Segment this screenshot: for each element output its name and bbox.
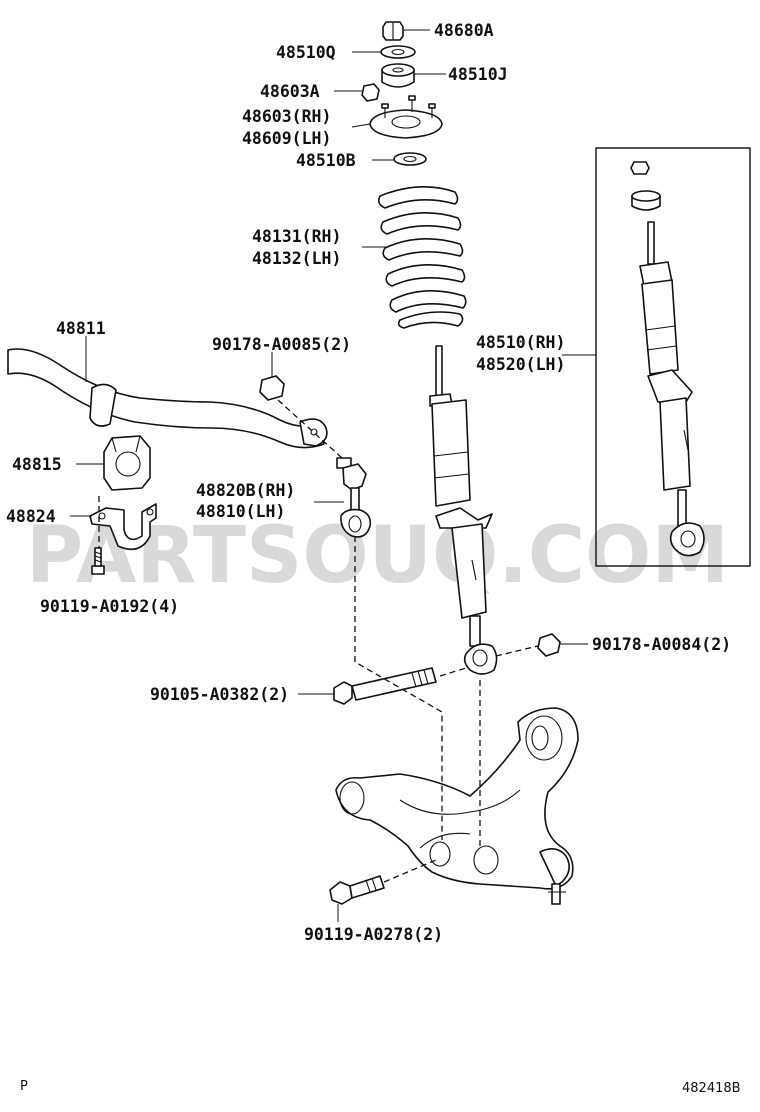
shock-absorber-48510[interactable] <box>429 345 498 675</box>
lower-arm[interactable] <box>335 707 579 905</box>
washer-48510Q[interactable] <box>380 45 416 59</box>
label-48603A[interactable]: 48603A <box>260 82 320 101</box>
label-48811[interactable]: 48811 <box>56 319 106 338</box>
label-90178-A0084[interactable]: 90178-A0084(2) <box>592 635 731 654</box>
label-48680A[interactable]: 48680A <box>434 21 494 40</box>
inset-assembly-box <box>595 147 751 567</box>
label-48815[interactable]: 48815 <box>12 455 62 474</box>
label-48131-rh[interactable]: 48131(RH) <box>252 227 341 246</box>
stabilizer-bar-48811[interactable] <box>7 348 328 449</box>
label-48510B[interactable]: 48510B <box>296 151 356 170</box>
label-48810-lh[interactable]: 48810(LH) <box>196 502 285 521</box>
stabilizer-link-48820B[interactable] <box>336 457 372 538</box>
bolt-90119-A0192[interactable] <box>91 547 105 575</box>
label-90105-A0382[interactable]: 90105-A0382(2) <box>150 685 289 704</box>
label-48824[interactable]: 48824 <box>6 507 56 526</box>
footer-figure-number: 482418B <box>682 1081 741 1096</box>
label-48510J[interactable]: 48510J <box>448 65 508 84</box>
label-48510Q[interactable]: 48510Q <box>276 43 336 62</box>
label-48609-lh[interactable]: 48609(LH) <box>242 129 331 148</box>
bushing-48815[interactable] <box>103 435 151 491</box>
bolt-90105-A0382[interactable] <box>333 667 437 705</box>
footer-left-code: P <box>20 1079 28 1094</box>
label-48510-rh[interactable]: 48510(RH) <box>476 333 565 352</box>
bushing-48510J[interactable] <box>381 63 415 88</box>
insulator-48510B[interactable] <box>393 152 427 166</box>
watermark-text: PARTSOUQ.COM <box>26 511 729 601</box>
bracket-48824[interactable] <box>89 503 157 551</box>
bolt-90119-A0278[interactable] <box>329 875 385 905</box>
assembly-lines <box>98 399 539 883</box>
label-90119-A0278[interactable]: 90119-A0278(2) <box>304 925 443 944</box>
part-labels: 48680A 48510Q 48510J 48603A 48603(RH) 48… <box>6 21 731 944</box>
label-48820B-rh[interactable]: 48820B(RH) <box>196 481 295 500</box>
support-48603[interactable] <box>369 95 443 139</box>
nut-90178-A0085[interactable] <box>259 375 285 401</box>
label-90178-A0085[interactable]: 90178-A0085(2) <box>212 335 351 354</box>
leader-lines <box>70 29 596 922</box>
top-nut-48680A[interactable] <box>382 21 404 41</box>
nut-48603A[interactable] <box>361 83 380 102</box>
label-48603-rh[interactable]: 48603(RH) <box>242 107 331 126</box>
nut-90178-A0084[interactable] <box>537 633 561 657</box>
coil-spring-48131[interactable] <box>378 186 467 329</box>
label-90119-A0192[interactable]: 90119-A0192(4) <box>40 597 179 616</box>
label-48132-lh[interactable]: 48132(LH) <box>252 249 341 268</box>
label-48520-lh[interactable]: 48520(LH) <box>476 355 565 374</box>
